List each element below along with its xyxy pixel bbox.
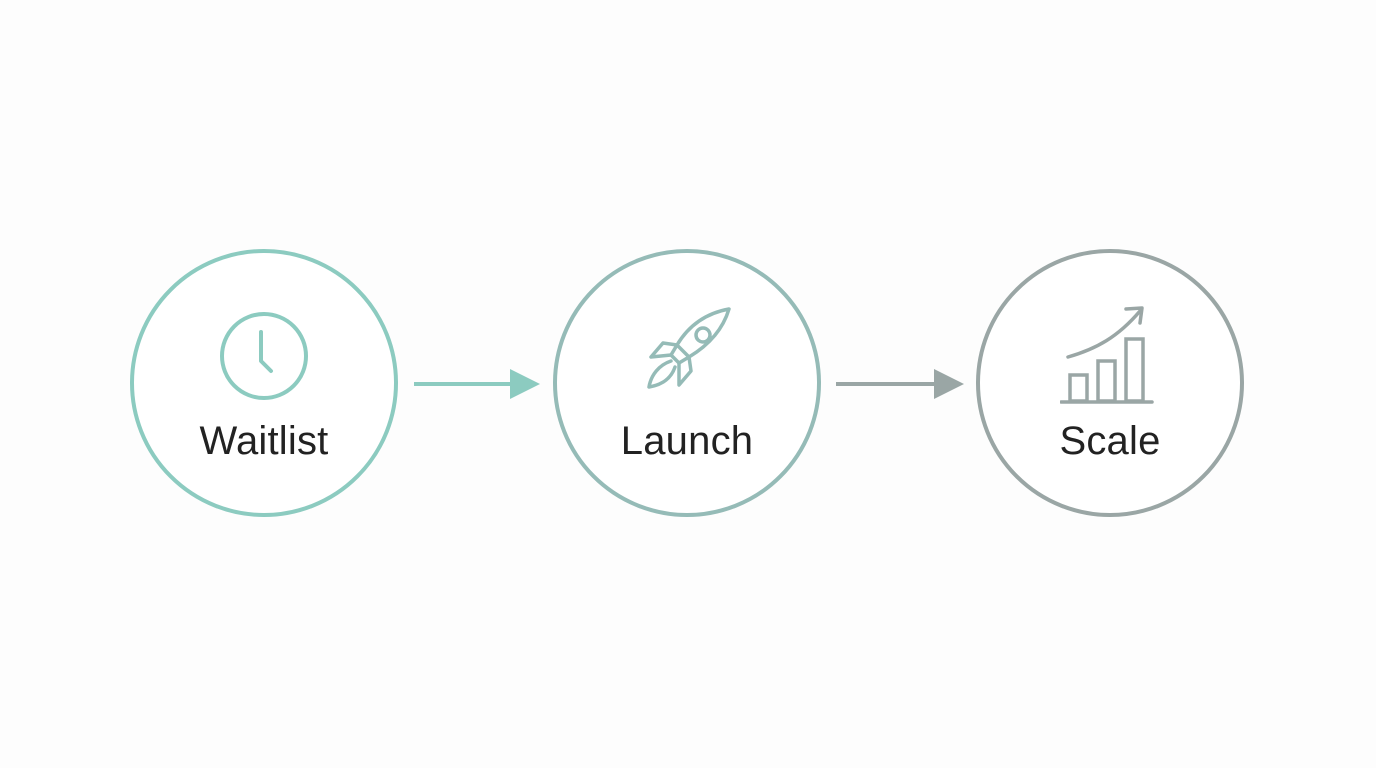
step-scale: Scale — [976, 249, 1244, 517]
step-waitlist: Waitlist — [130, 249, 398, 517]
step-label: Scale — [1059, 419, 1161, 463]
rocket-icon — [647, 307, 731, 389]
arrow-right-icon — [836, 369, 964, 399]
step-label: Launch — [620, 419, 754, 463]
step-label: Waitlist — [199, 419, 329, 463]
step-launch: Launch — [553, 249, 821, 517]
arrow-right-icon — [414, 369, 540, 399]
clock-icon — [220, 312, 308, 400]
growth-chart-icon — [1060, 306, 1154, 404]
